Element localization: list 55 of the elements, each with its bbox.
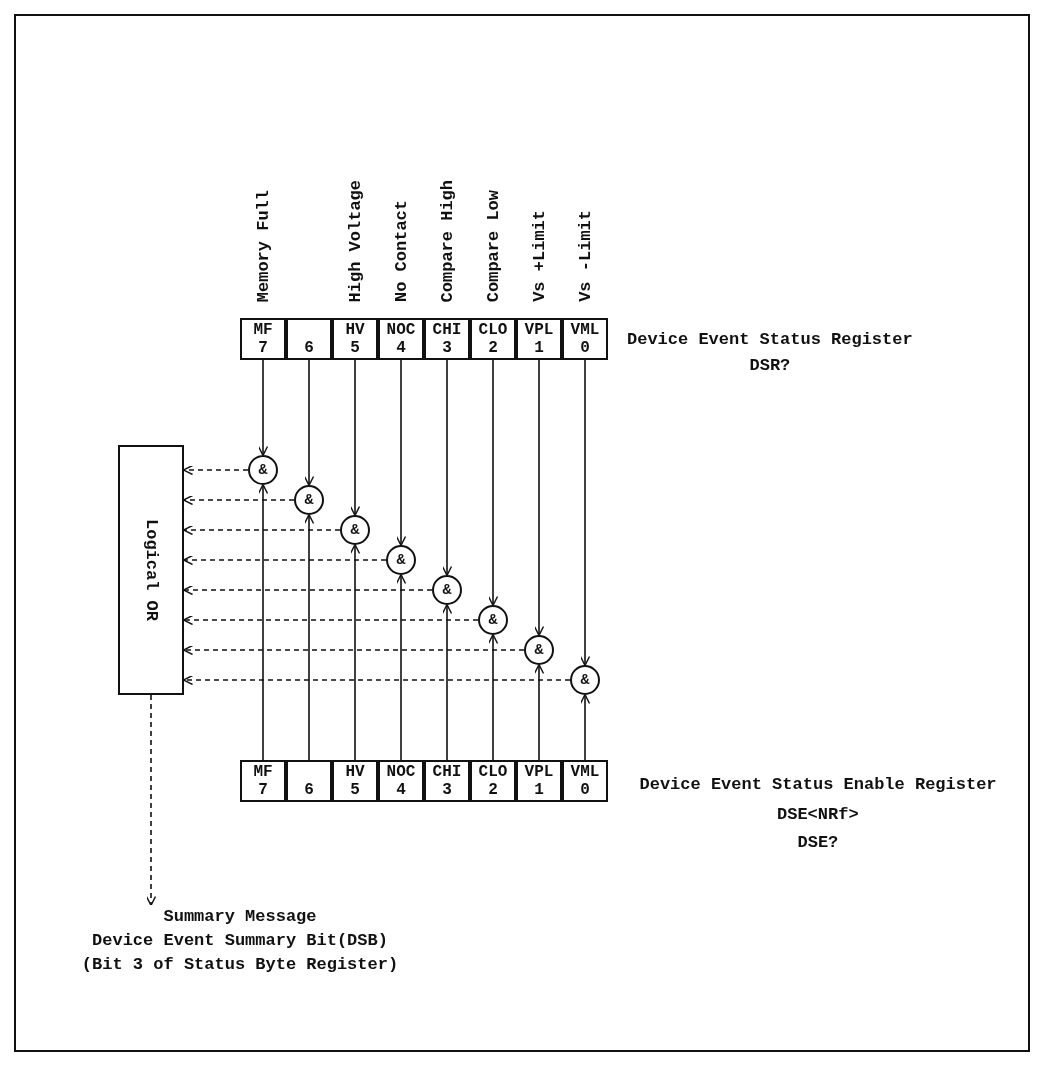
bit-description: Compare Low: [483, 190, 503, 303]
arrow: [349, 359, 361, 517]
register-cell: CHI 3: [424, 760, 470, 802]
bit-description: Memory Full: [253, 190, 273, 303]
and-gate: &: [248, 455, 278, 485]
arrow: [257, 483, 269, 761]
register-cell: HV 5: [332, 760, 378, 802]
register-label: DSR?: [749, 356, 791, 375]
register-cell: NOC 4: [378, 760, 424, 802]
arrow: [533, 663, 545, 761]
register-cell: VML 0: [562, 318, 608, 360]
and-gate: &: [294, 485, 324, 515]
summary-text: Summary Message Device Event Summary Bit(DSB) (Bit 3 of Status Byte Register): [30, 905, 450, 985]
register-cell: 6: [286, 318, 332, 360]
register-cell: CLO 2: [470, 760, 516, 802]
and-gate: &: [432, 575, 462, 605]
register-cell: MF 7: [240, 318, 286, 360]
register-cell: VPL 1: [516, 318, 562, 360]
and-gate: &: [570, 665, 600, 695]
arrow: [395, 359, 407, 547]
register-cell: NOC 4: [378, 318, 424, 360]
and-gate: &: [478, 605, 508, 635]
register-cell: HV 5: [332, 318, 378, 360]
and-gate: &: [524, 635, 554, 665]
arrow: [487, 359, 499, 607]
dashed-arrow: [145, 694, 157, 907]
bit-description: Vs +Limit: [529, 210, 549, 302]
arrow: [579, 359, 591, 667]
arrow: [303, 359, 315, 487]
register-label: DSE<NRf>: [777, 805, 859, 824]
arrow: [579, 693, 591, 761]
arrow: [533, 359, 545, 637]
bit-description: High Voltage: [345, 180, 365, 303]
register-label: DSE?: [797, 833, 839, 852]
register-label: Device Event Status Enable Register: [639, 775, 997, 794]
register-cell: VML 0: [562, 760, 608, 802]
arrow: [487, 633, 499, 761]
and-gate: &: [386, 545, 416, 575]
register-cell: VPL 1: [516, 760, 562, 802]
or-gate-box: Logical OR: [118, 445, 184, 695]
arrow: [441, 603, 453, 761]
register-cell: 6: [286, 760, 332, 802]
register-cell: MF 7: [240, 760, 286, 802]
register-cell: CLO 2: [470, 318, 516, 360]
bit-description: Compare High: [437, 180, 457, 303]
bit-description: Vs -Limit: [575, 210, 595, 302]
register-label: Device Event Status Register: [627, 330, 913, 349]
arrow: [441, 359, 453, 577]
arrow: [349, 543, 361, 761]
bit-description: No Contact: [391, 200, 411, 303]
arrow: [395, 573, 407, 761]
and-gate: &: [340, 515, 370, 545]
arrow: [257, 359, 269, 457]
register-cell: CHI 3: [424, 318, 470, 360]
arrow: [303, 513, 315, 761]
